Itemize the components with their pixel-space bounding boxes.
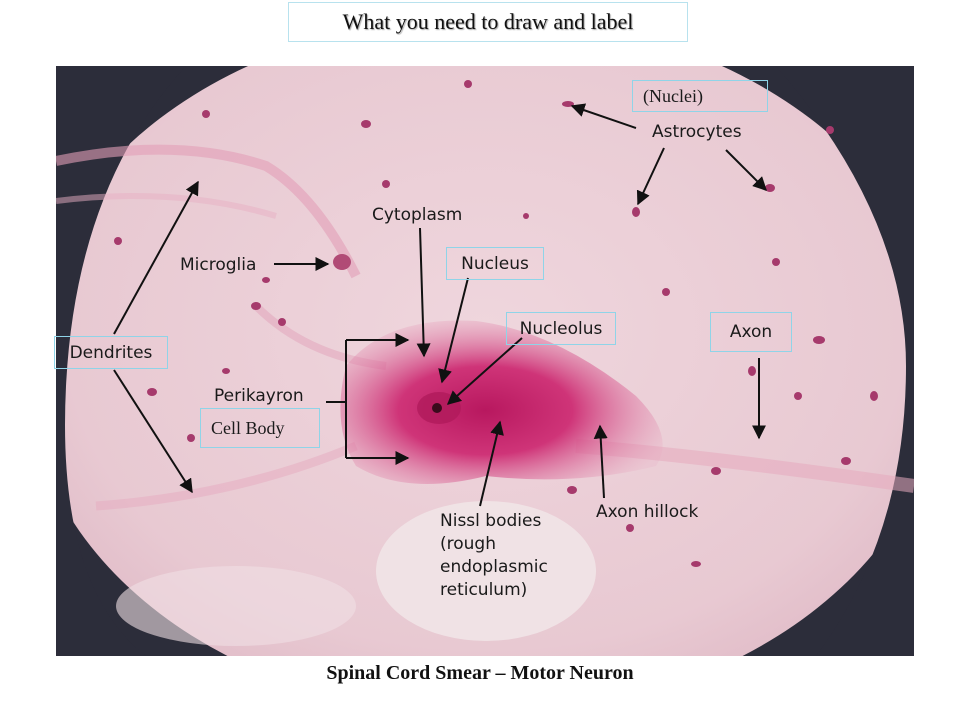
label-cell-body: Cell Body — [200, 408, 320, 448]
label-dendrites: Dendrites — [54, 336, 168, 369]
label-nuclei-text: (Nuclei) — [643, 85, 703, 106]
label-axon: Axon — [710, 312, 792, 352]
pointer-arrows — [113, 103, 767, 507]
label-cytoplasm: Cytoplasm — [372, 205, 462, 225]
cell-body-shape — [340, 320, 663, 484]
label-cell-body-text: Cell Body — [211, 417, 285, 438]
label-axon-hillock: Axon hillock — [596, 502, 698, 522]
micrograph: Astrocytes Cytoplasm Microglia Perikayro… — [56, 66, 914, 656]
label-nucleus-text: Nucleus — [461, 253, 529, 274]
label-microglia: Microglia — [180, 255, 256, 275]
label-nissl-2: (rough — [440, 534, 496, 554]
figure-caption: Spinal Cord Smear – Motor Neuron — [326, 662, 634, 684]
label-astrocytes: Astrocytes — [652, 122, 742, 142]
label-nucleolus-text: Nucleolus — [519, 318, 603, 339]
label-dendrites-text: Dendrites — [69, 342, 153, 363]
title-box: What you need to draw and label — [288, 2, 688, 42]
label-perikaryon: Perikayron — [214, 386, 304, 406]
label-axon-text: Axon — [729, 322, 773, 342]
label-nucleolus: Nucleolus — [506, 312, 616, 345]
label-nissl-4: reticulum) — [440, 580, 527, 600]
micrograph-svg: Astrocytes Cytoplasm Microglia Perikayro… — [56, 66, 914, 656]
label-nucleus: Nucleus — [446, 247, 544, 280]
label-nuclei: (Nuclei) — [632, 80, 768, 112]
label-nissl-1: Nissl bodies — [440, 511, 541, 531]
page-title: What you need to draw and label — [342, 9, 634, 34]
nucleolus-shape — [432, 403, 442, 413]
label-nissl-3: endoplasmic — [440, 557, 548, 577]
nuclei-dots — [114, 80, 878, 567]
